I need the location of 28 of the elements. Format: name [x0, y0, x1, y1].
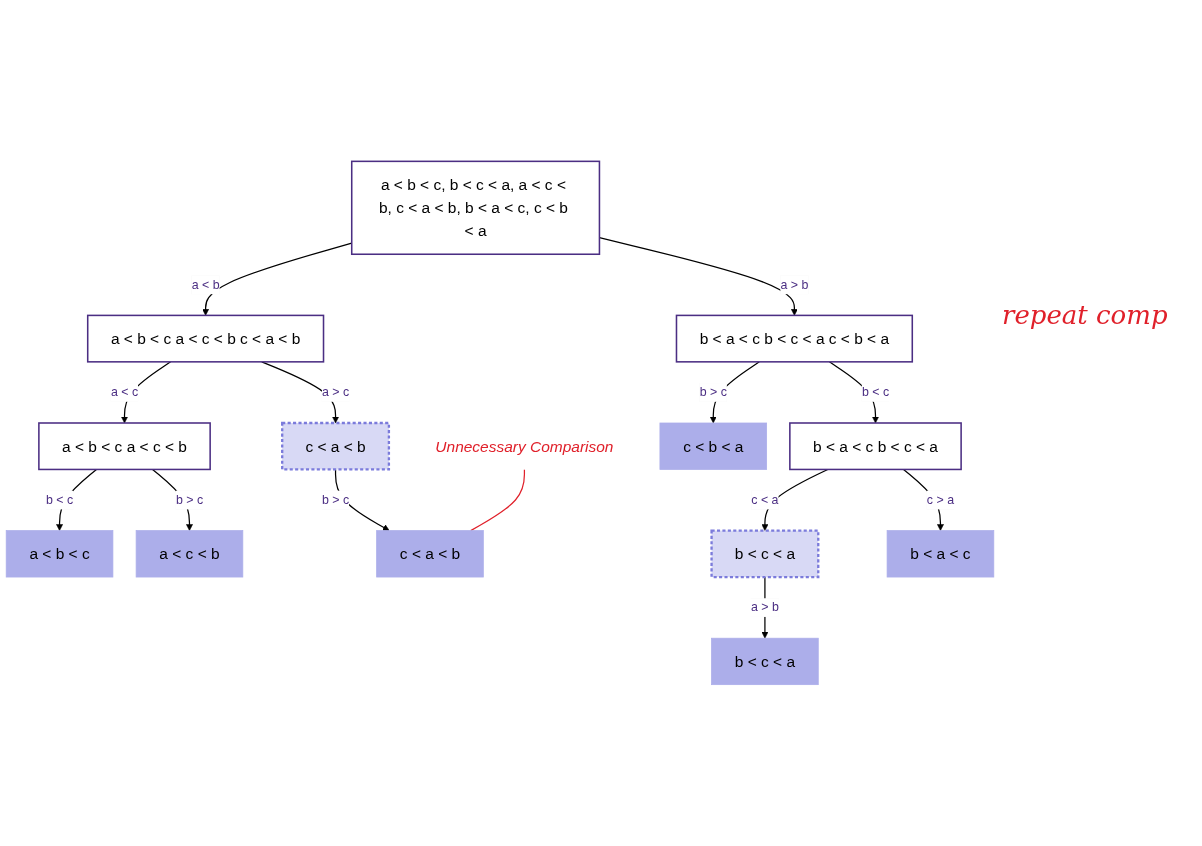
node-box: c < a < b	[281, 421, 391, 471]
node-box: c < b < a	[659, 422, 767, 470]
node-box: b < a < c	[886, 530, 995, 578]
edge-label: b < c	[861, 385, 890, 399]
node-box: a < b < c	[5, 530, 114, 578]
node-box: b < a < c b < c < a c < b < a	[675, 314, 914, 363]
edge-label: b > c	[175, 493, 204, 507]
connector	[470, 468, 526, 532]
node-box: a < c < b	[135, 530, 244, 578]
node-box: a < b < c a < c < b c < a < b	[86, 314, 325, 363]
node-box: b < a < c b < c < a	[789, 422, 962, 471]
node-box: c < a < b	[376, 530, 484, 578]
handwritten-note: repeat comp	[1002, 300, 1169, 330]
edge-label: b > c	[321, 493, 350, 507]
node-box: a < b < c a < c < b	[38, 422, 211, 471]
edge-label: c > a	[926, 493, 955, 507]
node-box: b < c < a	[711, 637, 819, 686]
edge-label: a > b	[750, 600, 779, 614]
edge-label: b < c	[45, 493, 74, 507]
node-box: b < c < a	[710, 529, 820, 579]
edge-label: a > b	[780, 277, 809, 292]
edge-label: a < b	[191, 277, 220, 292]
edge-label: b > c	[699, 385, 727, 399]
edge-label: a < c	[110, 385, 139, 399]
edge-label: a > c	[321, 385, 350, 399]
edge-label: c < a	[751, 493, 779, 507]
node-box: a < b < c, b < c < a, a < c < b, c < a < b, b < a < c, c < b < a	[350, 160, 601, 255]
node-text: Unnecessary Comparison	[435, 437, 614, 455]
